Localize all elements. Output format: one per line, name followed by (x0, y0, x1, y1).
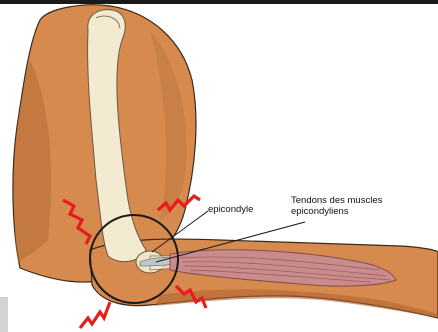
label-tendons-line2: epicondyliens (291, 206, 382, 217)
corner-scroll-area (0, 297, 8, 332)
label-tendons-line1: Tendons des muscles (291, 195, 382, 206)
label-epicondyle: epicondyle (208, 204, 253, 215)
label-tendons: Tendons des muscles epicondyliens (291, 195, 382, 217)
pain-mark-bottom (80, 302, 110, 328)
